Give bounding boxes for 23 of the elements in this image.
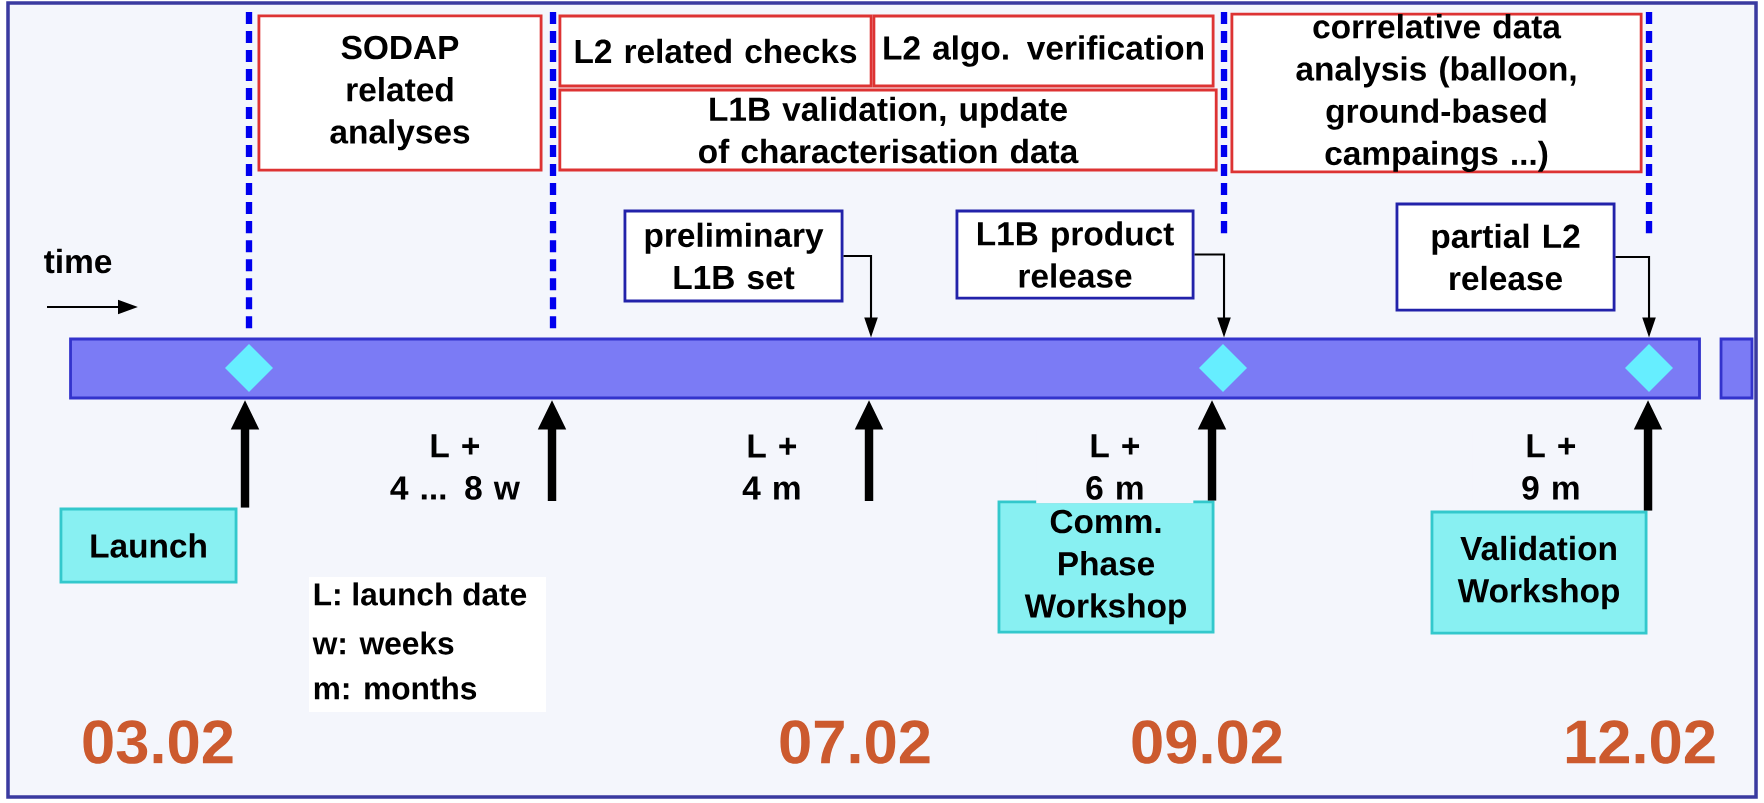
event-box: Validation Workshop xyxy=(1430,510,1648,635)
date-label: 09.02 xyxy=(1132,720,1282,764)
callout-box: L1B product release xyxy=(955,209,1195,300)
event-box: Launch xyxy=(59,507,238,584)
callout-box: preliminary L1B set xyxy=(623,209,844,303)
activity-box: correlative data analysis (balloon, ground-based campaings ...) xyxy=(1230,12,1643,174)
legend-text: m: months xyxy=(314,676,477,700)
legend-text: L: launch date xyxy=(314,582,527,606)
activity-box: SODAP related analyses xyxy=(257,14,543,172)
timeline-bar xyxy=(69,337,1754,400)
activity-box: L2 algo. verification xyxy=(872,14,1215,88)
edge-label: L + 9 m xyxy=(1522,434,1579,500)
edge-label: L + 4 ... 8 w xyxy=(390,434,520,500)
edge-label: L + 6 m xyxy=(1086,434,1143,500)
time-label: time xyxy=(44,248,112,274)
event-box: Comm. Phase Workshop xyxy=(997,500,1215,634)
date-label: 07.02 xyxy=(780,720,930,764)
activity-box: L2 related checks xyxy=(558,14,873,88)
edge-label: L + 4 m xyxy=(742,434,800,500)
legend-text: w: weeks xyxy=(312,631,454,655)
callout-box: partial L2 release xyxy=(1395,202,1616,312)
date-label: 03.02 xyxy=(83,720,233,764)
date-label: 12.02 xyxy=(1566,720,1715,764)
